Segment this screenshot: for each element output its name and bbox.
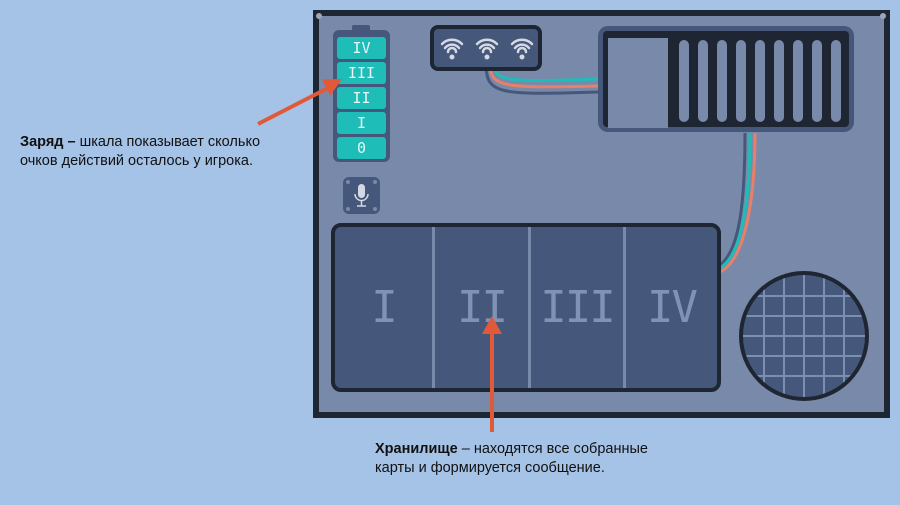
battery-level-1: I (337, 112, 386, 134)
screw-icon (880, 13, 886, 19)
charge-text-2: очков действий осталось у игрока. (20, 153, 253, 169)
battery-level-4: IV (337, 37, 386, 59)
storage-text-2: карты и формируется сообщение. (375, 460, 605, 476)
speaker-grille (739, 271, 869, 401)
charge-title: Заряд – (20, 134, 76, 150)
storage-slot-3[interactable]: III (540, 282, 615, 333)
battery-level-2: II (337, 87, 386, 109)
battery-level-3: III (337, 62, 386, 84)
storage-annotation: Хранилище – находятся все собранные карт… (375, 440, 648, 478)
vent-slots (679, 40, 841, 122)
storage-title: Хранилище (375, 441, 458, 457)
storage-slot-2[interactable]: II (457, 282, 508, 333)
battery-level-0: 0 (337, 137, 386, 159)
storage-slot-1[interactable]: I (371, 282, 398, 333)
battery-cap (352, 25, 370, 31)
battery-gauge: IV III II I 0 (333, 25, 390, 162)
storage-text-1: – находятся все собранные (457, 441, 648, 457)
screw-icon (316, 13, 322, 19)
storage-slot-4[interactable]: IV (647, 282, 698, 333)
charge-text-1: шкала показывает сколько (75, 134, 261, 150)
microphone-icon (346, 180, 377, 211)
wifi-module (430, 25, 542, 71)
wifi-icons (440, 38, 534, 60)
module-plate (608, 38, 668, 128)
storage-area: I II III IV (331, 223, 721, 392)
arrow-storage (482, 316, 502, 334)
charge-annotation: Заряд – шкала показывает сколько очков д… (20, 133, 260, 171)
microphone-button[interactable] (343, 177, 380, 214)
cooling-vent-module (598, 26, 854, 132)
arrow-charge (321, 79, 342, 96)
